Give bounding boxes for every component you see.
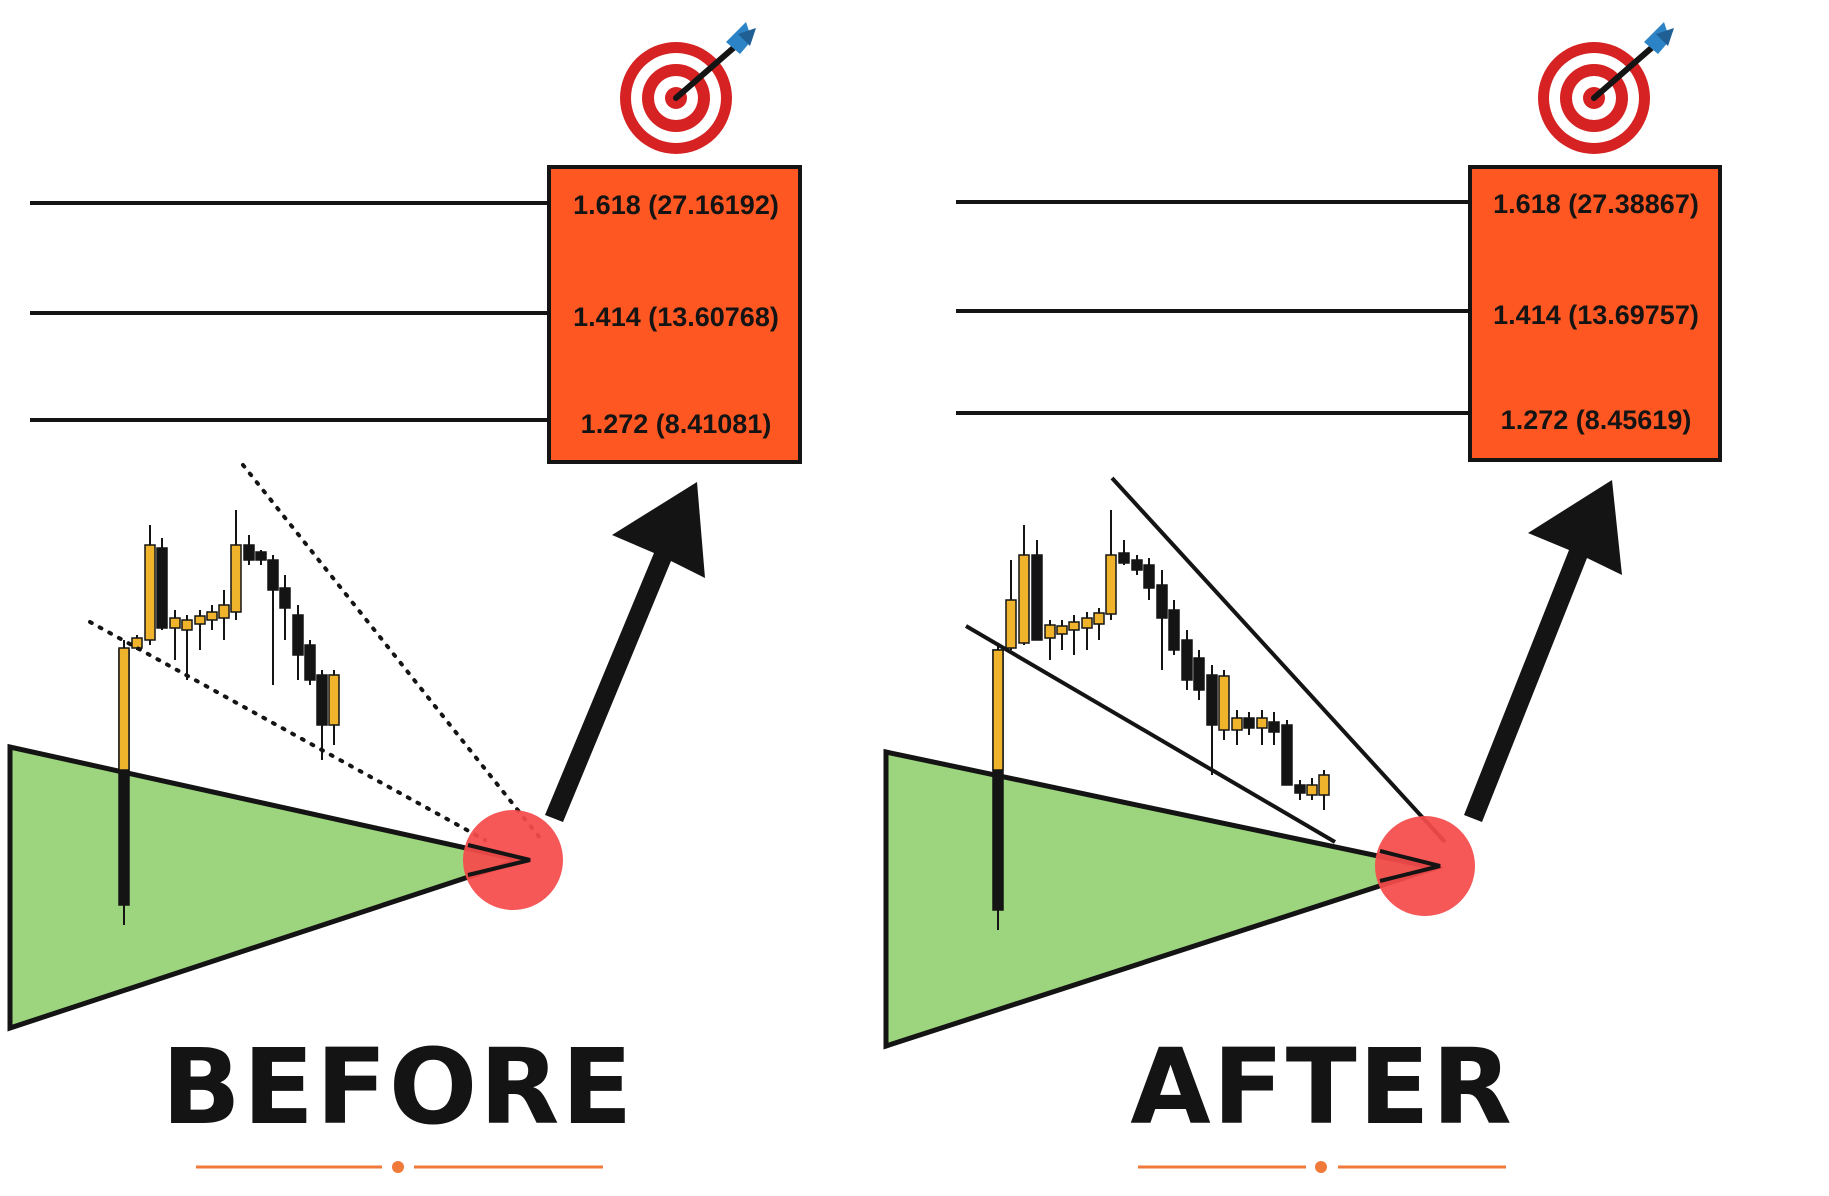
candle-body [1044, 624, 1056, 639]
candle-body [1231, 717, 1243, 731]
candle-body [1318, 774, 1330, 796]
candle-body [230, 544, 242, 613]
candle-body [1143, 564, 1155, 589]
candle-body [1131, 559, 1143, 571]
candle-body [1031, 554, 1043, 641]
candle-body [1243, 717, 1255, 729]
candle-body [1156, 584, 1168, 619]
title-after: AFTER [1130, 1026, 1514, 1148]
level-label-1414: 1.414 (13.69757) [1493, 300, 1699, 330]
candle-body [243, 544, 255, 561]
candle-body [1206, 674, 1218, 726]
candle-body [316, 674, 328, 726]
wedge-lower-line [964, 624, 1337, 844]
candle-body [1281, 724, 1293, 786]
candle-body [1081, 617, 1093, 629]
candle-body [279, 587, 291, 609]
level-label-1618: 1.618 (27.38867) [1493, 189, 1699, 219]
candle-body [304, 644, 316, 681]
candle-body [1256, 717, 1268, 729]
target-zone-box [547, 165, 802, 464]
breakout-point [467, 843, 531, 877]
candle-body [118, 647, 130, 771]
up-arrow-icon [545, 482, 705, 822]
panel-before [7, 22, 802, 1032]
title-before: BEFORE [161, 1026, 635, 1148]
candle-body [1306, 784, 1318, 796]
target-dart-icon [1538, 22, 1674, 154]
candle-body [1181, 639, 1193, 681]
target-zone-box [1468, 165, 1722, 462]
target-dart-icon [620, 22, 756, 154]
candle-body [1294, 784, 1306, 794]
wedge-lower-line [88, 620, 487, 842]
level-label-1414: 1.414 (13.60768) [573, 302, 779, 332]
breakout-point [1379, 849, 1441, 883]
level-label-1272: 1.272 (8.45619) [1500, 405, 1692, 435]
converging-triangle [7, 743, 530, 1032]
candle-body [255, 551, 267, 561]
candle-body [1005, 599, 1017, 649]
candle-body [1105, 554, 1117, 615]
candles-after [992, 510, 1330, 930]
breakout-circle [463, 810, 563, 910]
candle-body [1093, 612, 1105, 625]
converging-triangle [883, 748, 1445, 1050]
candle-body [1268, 721, 1280, 733]
candle-body [1218, 675, 1230, 731]
candle-body [194, 615, 206, 625]
level-label-1272: 1.272 (8.41081) [580, 409, 772, 439]
candle-body [1018, 554, 1030, 644]
title-underline-after [1138, 1161, 1506, 1173]
candle-body [1193, 657, 1205, 691]
candle-body [156, 547, 168, 629]
wedge-upper-line [241, 463, 542, 840]
title-underline-before [196, 1161, 603, 1173]
candle-body [292, 614, 304, 656]
candle-body [218, 604, 230, 619]
candle-body [1118, 552, 1130, 564]
candle-body [1068, 621, 1080, 631]
candle-body [267, 559, 279, 591]
candle-body [131, 637, 143, 649]
level-label-1618: 1.618 (27.16192) [573, 190, 779, 220]
candle-body [169, 617, 181, 629]
candles-before [118, 510, 340, 925]
candle-body [206, 611, 218, 621]
panel-after [883, 22, 1722, 1050]
breakout-circle [1375, 816, 1475, 916]
candle-body [1056, 625, 1068, 635]
candle-body [181, 619, 193, 631]
candle-body [144, 544, 156, 641]
up-arrow-icon [1464, 480, 1622, 822]
candle-body [992, 649, 1004, 771]
candle-body [328, 674, 340, 726]
wedge-upper-line [1110, 476, 1447, 844]
candle-body [1168, 609, 1180, 651]
